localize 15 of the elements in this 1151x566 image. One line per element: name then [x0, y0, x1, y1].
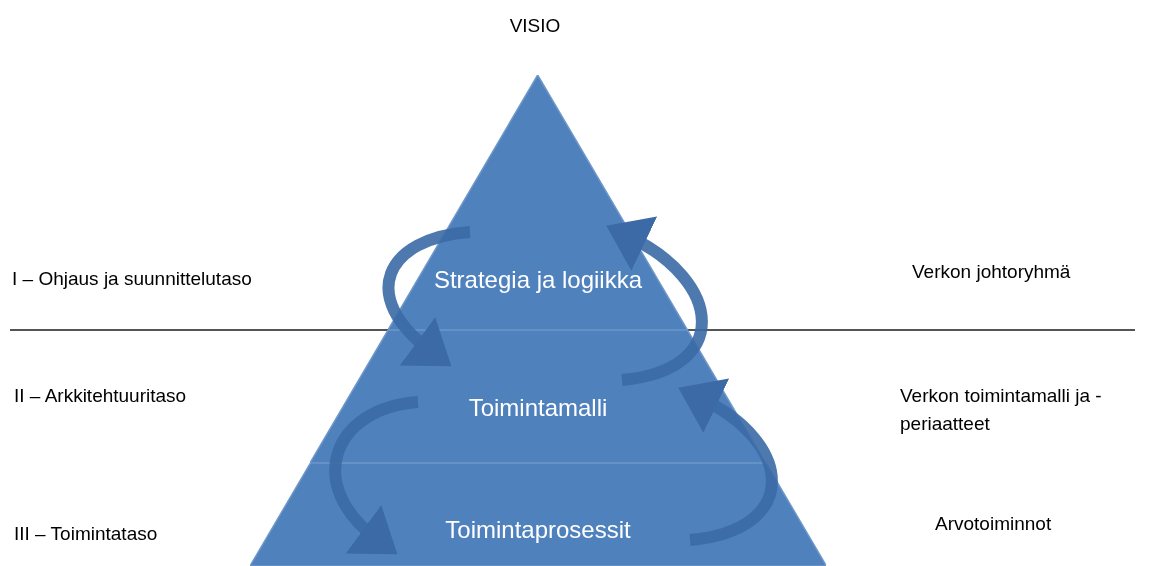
curved-arrow	[382, 226, 471, 368]
level-title: Toimintaprosessit	[445, 515, 631, 545]
level-title: Strategia ja logiikka	[433, 265, 643, 295]
curved-arrow	[329, 396, 419, 556]
level-label: Arvotoiminnot	[935, 512, 1053, 536]
level-label: VISIO	[508, 14, 562, 38]
level-label: Verkon johtoryhmä	[912, 260, 1072, 284]
pyramid-level	[388, 75, 688, 330]
level-label: III – Toimintataso	[14, 522, 159, 546]
pyramid-level	[249, 463, 827, 566]
curved-arrow	[679, 380, 778, 546]
level-label: Verkon toimintamalli ja -periaatteet	[900, 384, 1103, 436]
level-label: II – Arkkitehtuuritaso	[14, 384, 188, 408]
level-title: Toimintamalli	[468, 393, 608, 423]
level-label: I – Ohjaus ja suunnittelutaso	[12, 267, 253, 291]
